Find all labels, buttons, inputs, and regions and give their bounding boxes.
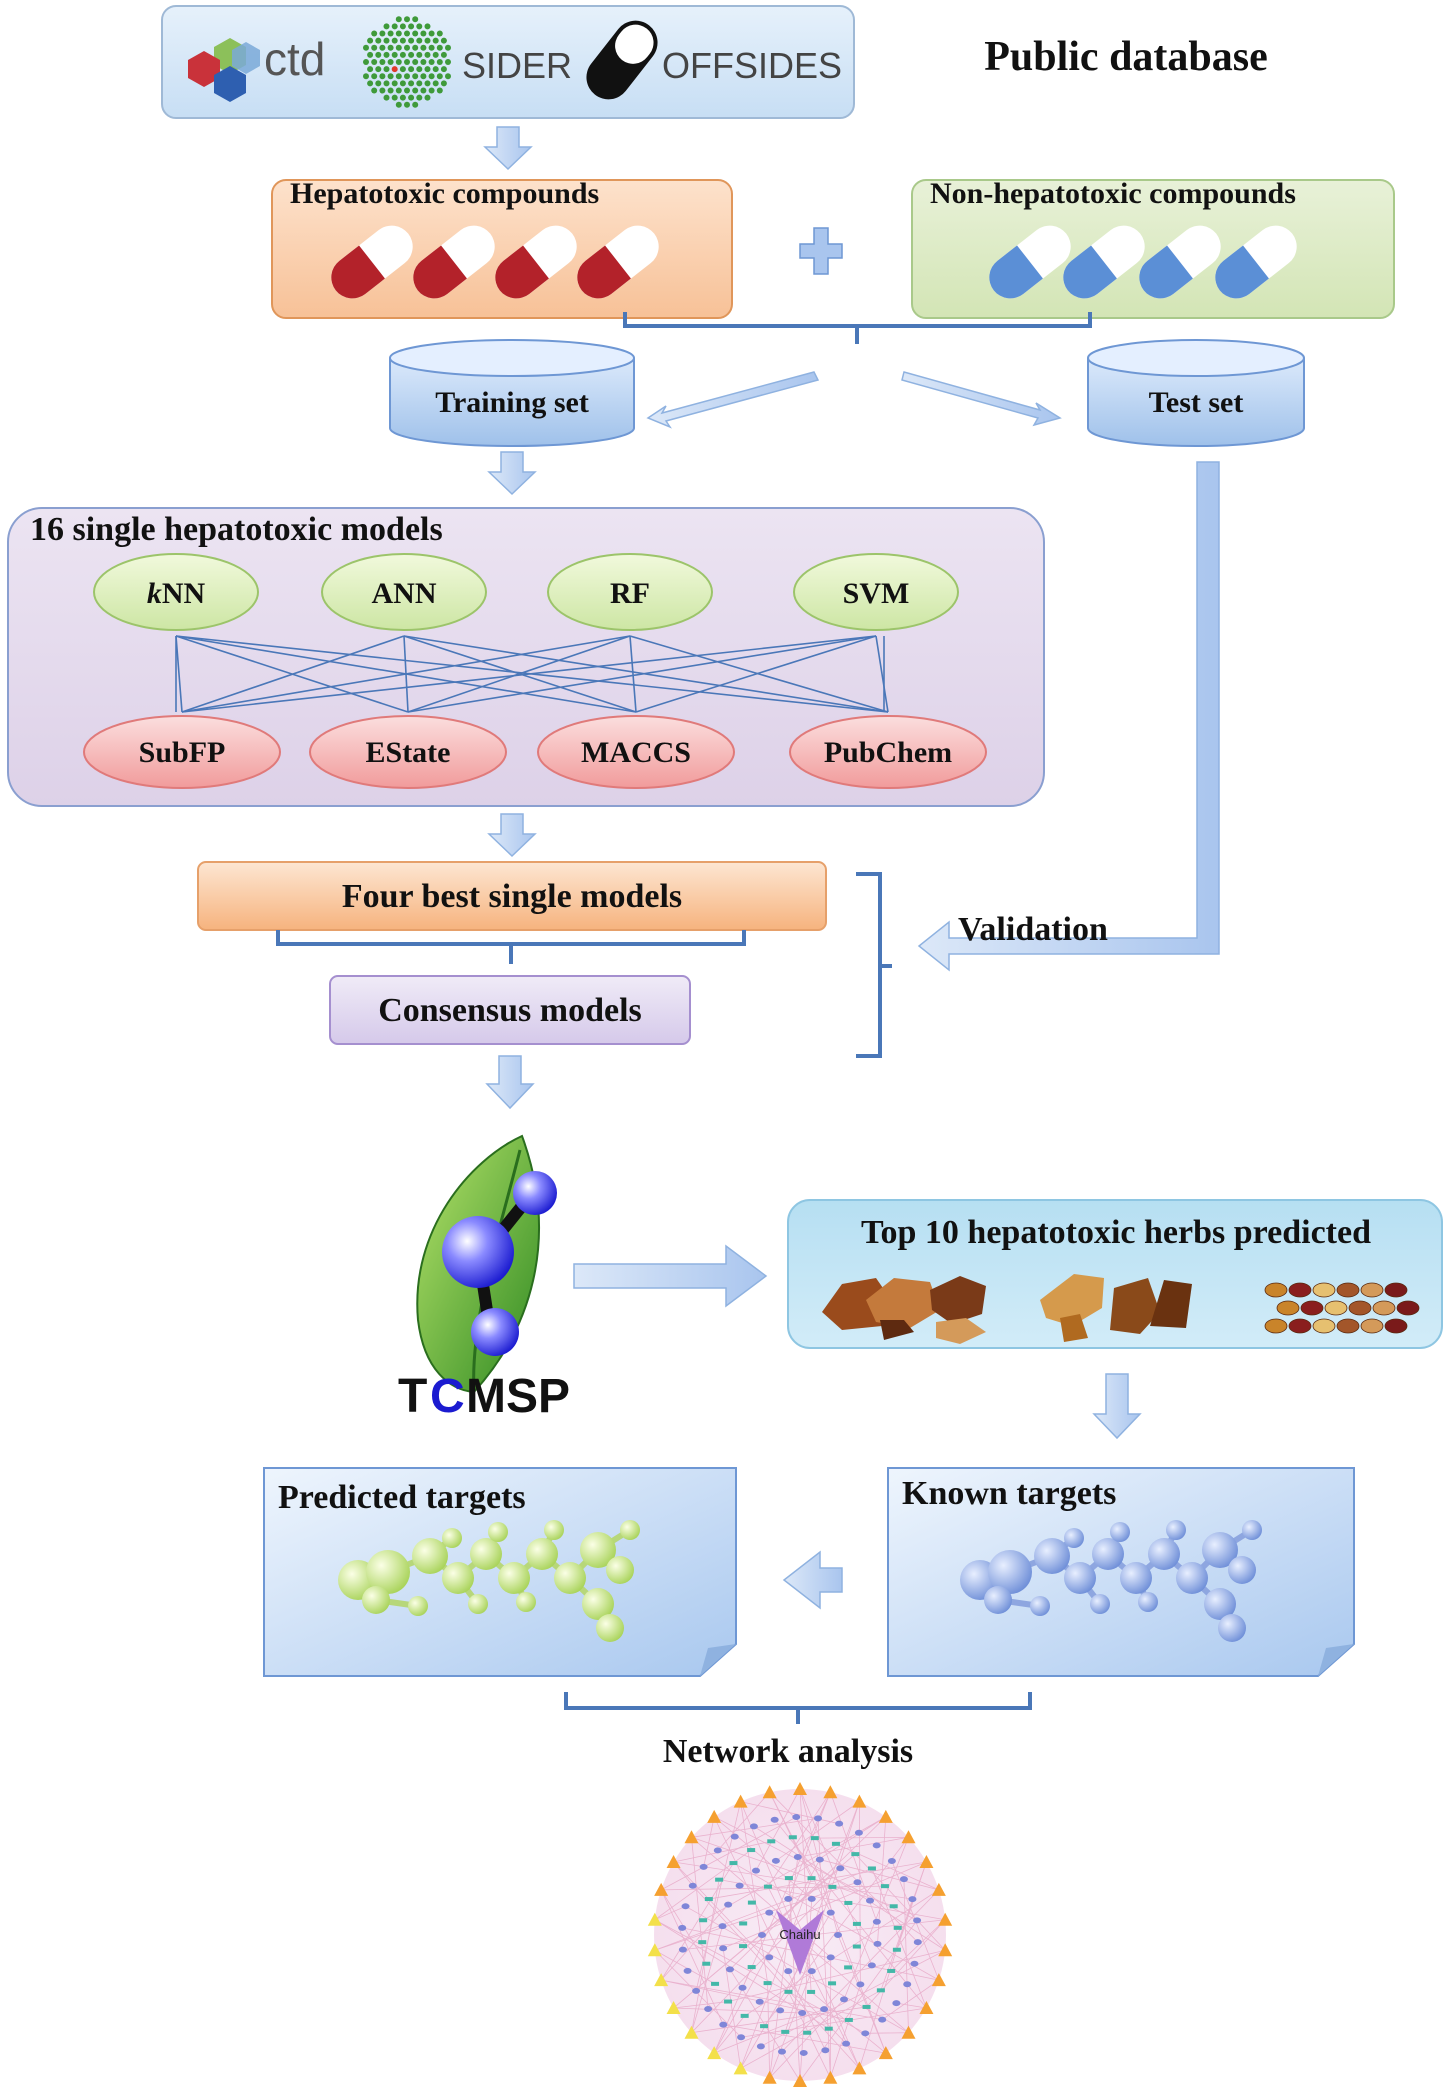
hepatotoxic-compounds-box: Hepatotoxic compounds: [271, 177, 733, 319]
algorithm-label: kNN: [147, 577, 206, 610]
fingerprint-label: PubChem: [824, 736, 952, 769]
database-panel: ctd SIDER OFFSIDES: [161, 5, 855, 119]
herbs-panel: Top 10 hepatotoxic herbs predicted: [787, 1199, 1443, 1349]
tcmsp-logo: T C MSP: [398, 1134, 570, 1423]
sider-logo: SIDER: [363, 16, 572, 108]
fingerprint-node-estate: EState: [309, 715, 507, 789]
arrow-to-test-icon: [901, 371, 1062, 427]
algorithm-label: RF: [610, 577, 650, 610]
validation-arrow-icon: [917, 461, 1220, 972]
fingerprint-node-subfp: SubFP: [83, 715, 281, 789]
fingerprint-label: SubFP: [139, 736, 226, 769]
test-set-label: Test set: [1149, 386, 1244, 419]
herb-pile-2: [1040, 1274, 1192, 1342]
network-center-label: Chaihu: [779, 1927, 820, 1942]
predicted-targets-label: Predicted targets: [278, 1479, 526, 1516]
test-set-cylinder: Test set: [1087, 339, 1305, 447]
fingerprint-node-maccs: MACCS: [537, 715, 735, 789]
validation-bracket: [856, 872, 892, 1058]
non-hepatotoxic-compounds-box: Non-hepatotoxic compounds: [911, 177, 1395, 319]
hepatotoxic-label: Hepatotoxic compounds: [290, 177, 599, 210]
known-molecule: [960, 1520, 1262, 1642]
fingerprint-label: MACCS: [581, 736, 691, 769]
fingerprint-node-pubchem: PubChem: [789, 715, 987, 789]
fingerprint-label: EState: [366, 736, 451, 769]
algorithm-label: SVM: [843, 577, 910, 610]
down-arrow-icon: [485, 1055, 535, 1110]
consensus-label: Consensus models: [378, 992, 642, 1029]
best-models-label: Four best single models: [342, 878, 682, 915]
known-targets-label: Known targets: [902, 1475, 1116, 1512]
capsule-icon: [1063, 225, 1145, 299]
algorithm-node-rf: RF: [547, 553, 713, 631]
arrow-to-training-icon: [646, 371, 820, 429]
training-set-cylinder: Training set: [389, 339, 635, 447]
targets-bracket: [564, 1692, 1032, 1724]
network-analysis-label: Network analysis: [663, 1733, 913, 1770]
algorithm-node-ann: ANN: [321, 553, 487, 631]
capsule-icon: [1215, 225, 1297, 299]
offsides-label: OFFSIDES: [662, 45, 842, 86]
sider-label: SIDER: [462, 45, 572, 86]
best-models-box: Four best single models: [197, 861, 827, 931]
models-title: 16 single hepatotoxic models: [30, 511, 443, 548]
tcmsp-t: T: [398, 1370, 427, 1423]
capsule-icon: [331, 225, 413, 299]
non-hepatotoxic-label: Non-hepatotoxic compounds: [930, 177, 1296, 210]
merge-bracket: [623, 312, 1092, 344]
capsule-icon: [495, 225, 577, 299]
capsule-icon: [413, 225, 495, 299]
right-arrow-icon: [573, 1244, 768, 1308]
algorithm-label: ANN: [372, 577, 437, 610]
down-arrow-icon: [487, 813, 537, 858]
herbs-label: Top 10 hepatotoxic herbs predicted: [861, 1214, 1371, 1251]
offsides-logo: OFFSIDES: [586, 20, 842, 100]
capsule-icon: [1139, 225, 1221, 299]
down-arrow-icon: [483, 126, 533, 171]
public-database-title: Public database: [984, 34, 1268, 80]
down-arrow-icon: [1092, 1373, 1142, 1440]
tcmsp-c: C: [430, 1370, 465, 1423]
down-arrow-icon: [487, 451, 537, 496]
capsule-icon: [989, 225, 1071, 299]
training-set-label: Training set: [435, 386, 589, 419]
network-graph: Chaihu: [647, 1782, 953, 2087]
plus-icon: [799, 227, 843, 275]
capsule-icon: [577, 225, 659, 299]
known-targets-doc: Known targets: [887, 1467, 1355, 1677]
predicted-targets-doc: Predicted targets: [263, 1467, 737, 1677]
predicted-molecule: [338, 1520, 640, 1642]
single-models-panel: 16 single hepatotoxic models kNN ANN RF SVM…: [7, 507, 1045, 807]
center-node-icon: [776, 1910, 824, 1975]
herb-pile-3: [1264, 1282, 1420, 1334]
herb-pile-1: [822, 1276, 986, 1344]
tcmsp-msp: MSP: [466, 1370, 570, 1423]
best-bracket: [276, 930, 746, 964]
algorithm-node-knn: kNN: [93, 553, 259, 631]
consensus-models-box: Consensus models: [329, 975, 691, 1045]
left-arrow-icon: [782, 1550, 843, 1610]
ctd-logo: ctd: [188, 33, 325, 102]
validation-label: Validation: [958, 911, 1108, 948]
algorithm-node-svm: SVM: [793, 553, 959, 631]
ctd-label: ctd: [264, 33, 325, 85]
